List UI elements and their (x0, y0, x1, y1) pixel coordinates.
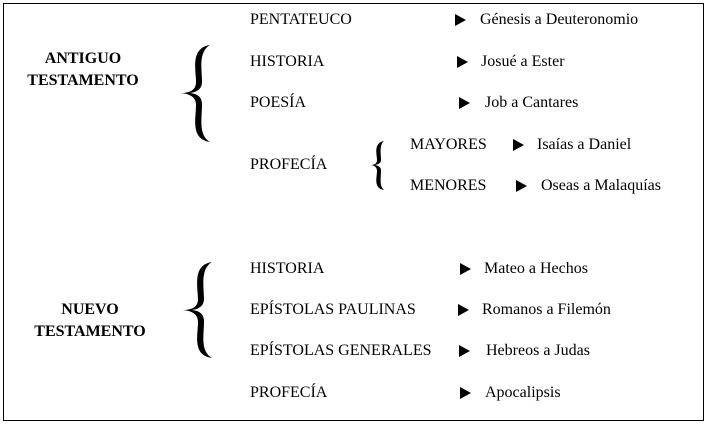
book-range: Apocalipsis (485, 384, 561, 401)
book-range: Mateo a Hechos (484, 260, 588, 277)
arrow-icon (460, 387, 471, 399)
profecia-brace (370, 141, 384, 190)
section-label: EPÍSTOLAS PAULINAS (250, 301, 416, 318)
old-testament-brace (181, 45, 210, 142)
subsection-label: MENORES (410, 177, 487, 194)
book-range: Oseas a Malaquías (541, 177, 661, 194)
book-range: Génesis a Deuteronomio (480, 11, 639, 28)
new-testament-title: NUEVO TESTAMENTO (20, 299, 160, 343)
arrow-icon (457, 56, 468, 68)
book-range: Hebreos a Judas (486, 342, 590, 359)
old-testament-title: ANTIGUO TESTAMENTO (13, 48, 153, 92)
section-label: HISTORIA (250, 260, 325, 277)
arrow-icon (459, 345, 470, 357)
section-label: PENTATEUCO (250, 11, 352, 28)
arrow-icon (459, 97, 470, 109)
section-label: PROFECÍA (250, 156, 328, 173)
arrow-icon (513, 139, 524, 151)
section-label: EPÍSTOLAS GENERALES (250, 342, 432, 359)
section-label: PROFECÍA (250, 384, 328, 401)
diagram-frame (3, 3, 704, 421)
section-label: HISTORIA (250, 53, 325, 70)
arrow-icon (516, 180, 527, 192)
subsection-label: MAYORES (410, 136, 487, 153)
title-line: TESTAMENTO (34, 323, 146, 340)
title-line: TESTAMENTO (27, 72, 139, 89)
book-range: Job a Cantares (485, 94, 579, 111)
book-range: Josué a Ester (481, 53, 565, 70)
arrow-icon (460, 263, 471, 275)
section-label: POESÍA (250, 94, 307, 111)
title-line: NUEVO (61, 301, 119, 318)
book-range: Romanos a Filemón (482, 301, 611, 318)
book-range: Isaías a Daniel (537, 136, 632, 153)
arrow-icon (455, 14, 466, 26)
title-line: ANTIGUO (44, 50, 122, 67)
arrow-icon (458, 304, 469, 316)
new-testament-brace (183, 262, 212, 358)
